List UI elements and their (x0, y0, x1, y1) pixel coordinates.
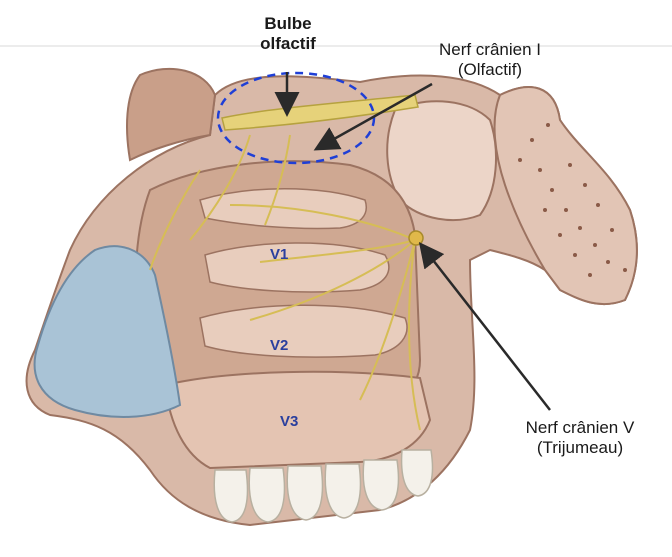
sphenoid-bone (495, 87, 637, 304)
label-cranial-nerve-5-line1: Nerf crânien V (500, 418, 660, 438)
label-cranial-nerve-5-line2: (Trijumeau) (500, 438, 660, 458)
label-olfactory-bulb: Bulbe olfactif (238, 14, 338, 55)
region-v2: V2 (270, 337, 288, 354)
label-cranial-nerve-1-line2: (Olfactif) (410, 60, 570, 80)
label-olfactory-bulb-line2: olfactif (238, 34, 338, 54)
inferior-turbinate (200, 305, 407, 357)
label-olfactory-bulb-line1: Bulbe (238, 14, 338, 34)
label-cranial-nerve-1-line1: Nerf crânien I (410, 40, 570, 60)
region-v3: V3 (280, 413, 298, 430)
label-cranial-nerve-5: Nerf crânien V (Trijumeau) (500, 418, 660, 459)
region-v1: V1 (270, 246, 288, 263)
trigeminal-ganglion (409, 231, 423, 245)
label-cranial-nerve-1: Nerf crânien I (Olfactif) (410, 40, 570, 81)
